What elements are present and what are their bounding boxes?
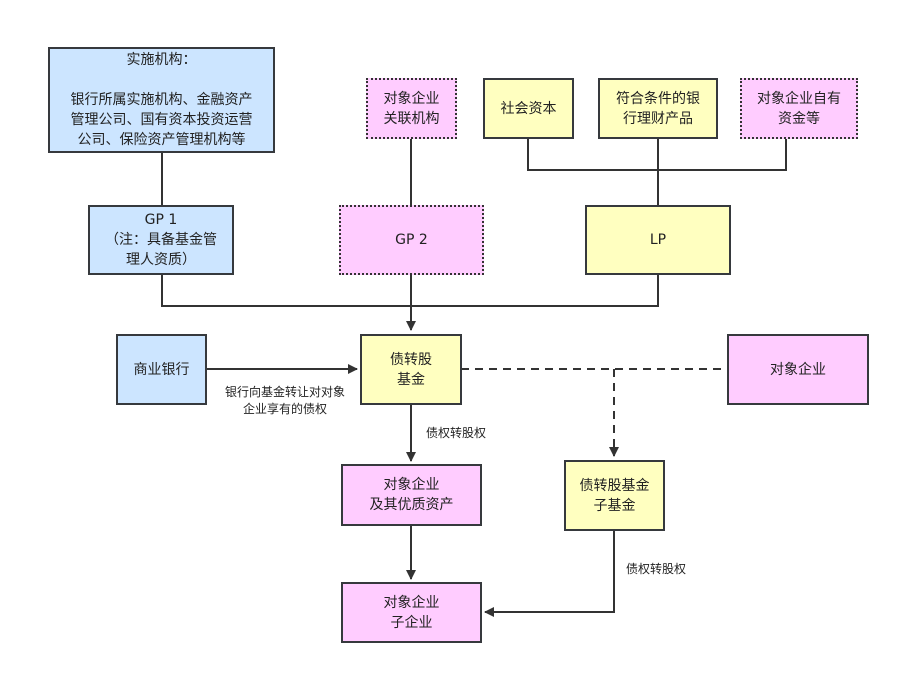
node-target-line-1: 对象企业 xyxy=(770,361,826,378)
node-debt-equity-fund: 债转股 基金 xyxy=(360,334,462,405)
node-quality-line-2: 及其优质资产 xyxy=(369,497,454,513)
node-social-line-1: 社会资本 xyxy=(500,100,557,117)
edge-label-bank-fund-line-1: 银行向基金转让对对象 xyxy=(224,385,345,399)
node-own-funds: 对象企业自有 资金等 xyxy=(740,78,858,139)
node-gp2-line-1: GP 2 xyxy=(395,232,428,248)
edge-label-bank-fund-line-2: 企业享有的债权 xyxy=(242,402,327,416)
node-lp-line-1: LP xyxy=(649,232,667,248)
edge-label-subfund-subsidiary-line-1: 债权转股权 xyxy=(626,562,687,576)
node-subfund-line-1: 债转股基金 xyxy=(579,477,650,494)
edge-label-subfund-subsidiary: 债权转股权 xyxy=(626,561,686,578)
node-impl-line-4: 管理公司、国有资本投资运营 xyxy=(70,112,253,128)
node-quality-line-1: 对象企业 xyxy=(383,477,440,493)
node-bank-wealth-products: 符合条件的银 行理财产品 xyxy=(598,78,718,139)
node-implementing-agency: 实施机构： 银行所属实施机构、金融资产 管理公司、国有资本投资运营 公司、保险资… xyxy=(48,47,275,153)
node-gp1-line-2: （注：具备基金管 xyxy=(105,232,217,248)
node-subsidiary-line-1: 对象企业 xyxy=(383,594,440,611)
node-commercial-bank: 商业银行 xyxy=(116,334,207,405)
node-fund-line-2: 基金 xyxy=(397,371,425,388)
node-fund-line-1: 债转股 xyxy=(390,351,432,368)
node-subsidiary-line-2: 子企业 xyxy=(390,614,433,631)
node-subfund-line-2: 子基金 xyxy=(593,497,636,514)
node-lp: LP xyxy=(585,205,731,275)
node-subsidiary: 对象企业 子企业 xyxy=(341,582,482,643)
node-ownfunds-line-2: 资金等 xyxy=(778,110,820,127)
edge-label-fund-quality: 债权转股权 xyxy=(426,425,486,442)
node-related-line-1: 对象企业 xyxy=(383,90,440,107)
node-enterprise-quality-assets: 对象企业 及其优质资产 xyxy=(341,464,482,526)
edge-label-bank-fund: 银行向基金转让对对象 企业享有的债权 xyxy=(212,384,358,418)
node-impl-line-5: 公司、保险资产管理机构等 xyxy=(77,132,246,148)
node-gp1-line-3: 理人资质） xyxy=(126,252,196,268)
node-ownfunds-line-1: 对象企业自有 xyxy=(757,90,841,107)
node-social-capital: 社会资本 xyxy=(483,78,574,139)
node-impl-line-3: 银行所属实施机构、金融资产 xyxy=(70,92,253,108)
node-impl-line-1: 实施机构： xyxy=(126,52,197,68)
node-related-line-2: 关联机构 xyxy=(383,110,440,127)
edge-label-fund-quality-line-1: 债权转股权 xyxy=(426,426,487,440)
node-gp1: GP 1 （注：具备基金管 理人资质） xyxy=(88,205,234,275)
node-bank-line-1: 商业银行 xyxy=(133,361,190,378)
edge-subfund-subsidiary xyxy=(484,530,615,617)
node-related-institution: 对象企业 关联机构 xyxy=(366,78,457,139)
node-target-enterprise: 对象企业 xyxy=(727,334,869,405)
edge-lp-sources xyxy=(527,138,787,206)
node-sub-fund: 债转股基金 子基金 xyxy=(564,460,665,531)
node-wealth-line-2: 行理财产品 xyxy=(623,110,693,127)
node-gp1-line-1: GP 1 xyxy=(144,212,178,228)
node-wealth-line-1: 符合条件的银 xyxy=(616,90,700,107)
node-gp2: GP 2 xyxy=(339,205,484,275)
